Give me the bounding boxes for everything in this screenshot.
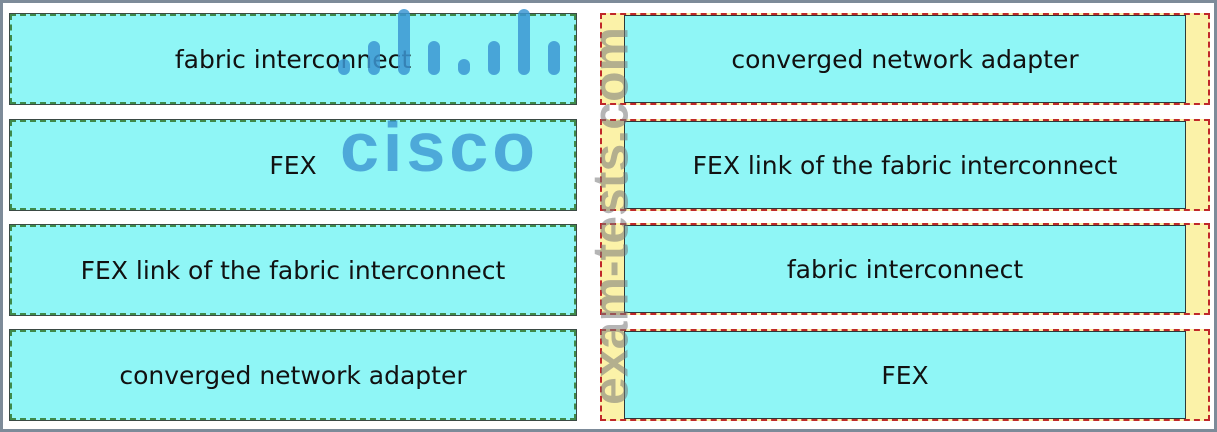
source-item-fabric-interconnect[interactable]: fabric interconnect xyxy=(9,13,577,105)
target-slot-4[interactable]: FEX xyxy=(600,329,1210,421)
item-label: converged network adapter xyxy=(731,44,1079,74)
item-label: FEX link of the fabric interconnect xyxy=(692,150,1118,180)
source-item-fex[interactable]: FEX xyxy=(9,119,577,211)
placed-item-fabric-interconnect[interactable]: fabric interconnect xyxy=(624,225,1186,313)
item-label: FEX xyxy=(269,150,317,180)
source-item-cna[interactable]: converged network adapter xyxy=(9,329,577,421)
target-slot-1[interactable]: converged network adapter xyxy=(600,13,1210,105)
target-slot-3[interactable]: fabric interconnect xyxy=(600,223,1210,315)
item-label: FEX link of the fabric interconnect xyxy=(80,255,506,285)
target-slot-2[interactable]: FEX link of the fabric interconnect xyxy=(600,119,1210,211)
item-label: converged network adapter xyxy=(119,360,467,390)
item-label: fabric interconnect xyxy=(174,44,412,74)
placed-item-fex[interactable]: FEX xyxy=(624,331,1186,419)
placed-item-fex-link[interactable]: FEX link of the fabric interconnect xyxy=(624,121,1186,209)
item-label: FEX xyxy=(881,360,929,390)
source-item-fex-link[interactable]: FEX link of the fabric interconnect xyxy=(9,224,577,316)
item-label: fabric interconnect xyxy=(786,254,1024,284)
placed-item-cna[interactable]: converged network adapter xyxy=(624,15,1186,103)
